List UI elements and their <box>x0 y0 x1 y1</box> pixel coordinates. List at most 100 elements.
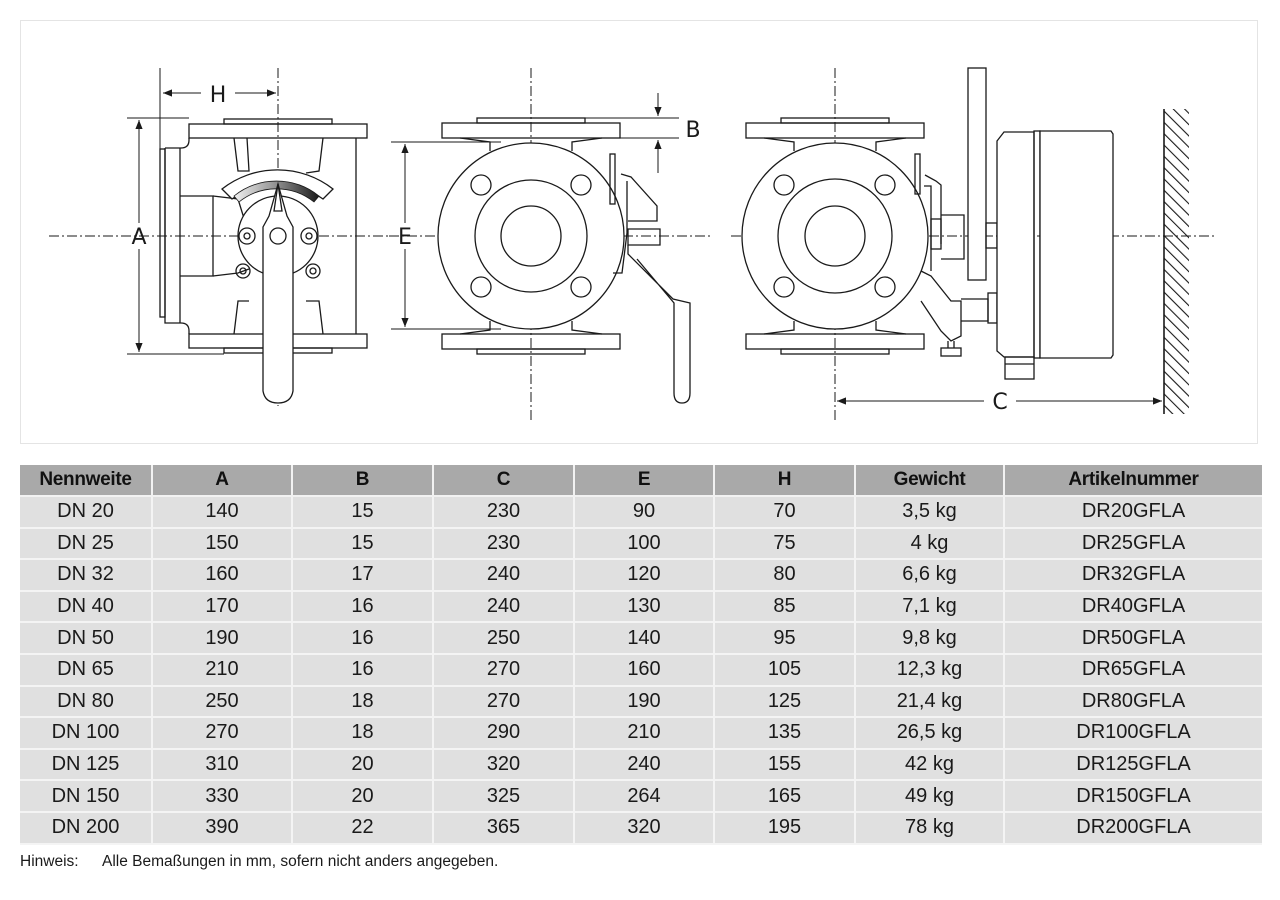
cell-a: 170 <box>152 590 293 624</box>
cell-e: 140 <box>574 622 715 655</box>
cell-e: 240 <box>574 748 715 782</box>
cell-artikelnummer: DR100GFLA <box>1004 717 1262 750</box>
wall-hatch <box>1164 109 1189 414</box>
technical-drawing: H A B E <box>49 67 1216 423</box>
cell-gewicht: 3,5 kg <box>855 496 1005 529</box>
cell-h: 105 <box>714 653 856 687</box>
cell-e: 90 <box>574 496 715 529</box>
cell-e: 320 <box>574 811 715 845</box>
cell-artikelnummer: DR40GFLA <box>1004 590 1262 624</box>
cell-c: 365 <box>433 811 575 845</box>
cell-nennweite: DN 100 <box>20 717 153 750</box>
column-header-h: H <box>714 465 856 497</box>
cell-nennweite: DN 80 <box>20 685 153 719</box>
column-header-gewicht: Gewicht <box>855 465 1005 497</box>
dimension-label-a: A <box>131 225 146 250</box>
dimensions-table: Nennweite A B C E H Gewicht Artikelnumme… <box>20 465 1262 845</box>
cell-h: 70 <box>714 496 856 529</box>
cell-artikelnummer: DR200GFLA <box>1004 811 1262 845</box>
actuator-view <box>731 67 1216 423</box>
column-header-a: A <box>152 465 293 497</box>
cell-gewicht: 7,1 kg <box>855 590 1005 624</box>
column-header-nennweite: Nennweite <box>20 465 153 497</box>
cell-c: 270 <box>433 685 575 719</box>
cell-h: 85 <box>714 590 856 624</box>
cell-h: 165 <box>714 780 856 813</box>
cell-c: 250 <box>433 622 575 655</box>
cell-e: 100 <box>574 527 715 561</box>
cell-gewicht: 6,6 kg <box>855 559 1005 592</box>
cell-gewicht: 12,3 kg <box>855 653 1005 687</box>
footnote-label: Hinweis: <box>20 853 79 870</box>
footnote: Hinweis: Alle Bemaßungen in mm, sofern ni… <box>20 853 498 871</box>
cell-nennweite: DN 20 <box>20 496 153 529</box>
cell-gewicht: 9,8 kg <box>855 622 1005 655</box>
cell-b: 16 <box>292 653 434 687</box>
dimension-label-e: E <box>398 225 412 250</box>
cell-b: 16 <box>292 622 434 655</box>
cell-gewicht: 78 kg <box>855 811 1005 845</box>
cell-a: 210 <box>152 653 293 687</box>
cell-artikelnummer: DR125GFLA <box>1004 748 1262 782</box>
cell-a: 140 <box>152 496 293 529</box>
cell-c: 240 <box>433 590 575 624</box>
cell-c: 230 <box>433 496 575 529</box>
side-view <box>389 68 711 423</box>
cell-a: 150 <box>152 527 293 561</box>
cell-h: 135 <box>714 717 856 750</box>
table-header-row: Nennweite A B C E H Gewicht Artikelnumme… <box>20 465 1262 497</box>
dimension-label-c: C <box>992 390 1007 415</box>
cell-gewicht: 26,5 kg <box>855 717 1005 750</box>
cell-gewicht: 49 kg <box>855 780 1005 813</box>
actuator-housing <box>996 131 1035 358</box>
cell-nennweite: DN 125 <box>20 748 153 782</box>
cell-b: 20 <box>292 780 434 813</box>
cell-artikelnummer: DR65GFLA <box>1004 653 1262 687</box>
cell-e: 210 <box>574 717 715 750</box>
cell-artikelnummer: DR32GFLA <box>1004 559 1262 592</box>
cell-b: 17 <box>292 559 434 592</box>
column-header-e: E <box>574 465 715 497</box>
handwheel <box>967 67 987 281</box>
cell-gewicht: 21,4 kg <box>855 685 1005 719</box>
cell-c: 290 <box>433 717 575 750</box>
cell-artikelnummer: DR80GFLA <box>1004 685 1262 719</box>
cell-artikelnummer: DR20GFLA <box>1004 496 1262 529</box>
cell-e: 120 <box>574 559 715 592</box>
column-header-b: B <box>292 465 434 497</box>
cell-h: 95 <box>714 622 856 655</box>
cell-nennweite: DN 32 <box>20 559 153 592</box>
dimension-label-h: H <box>210 83 227 108</box>
cell-artikelnummer: DR25GFLA <box>1004 527 1262 561</box>
cell-h: 195 <box>714 811 856 845</box>
cell-c: 240 <box>433 559 575 592</box>
cell-h: 80 <box>714 559 856 592</box>
cell-b: 22 <box>292 811 434 845</box>
cell-b: 15 <box>292 496 434 529</box>
cell-a: 330 <box>152 780 293 813</box>
cell-a: 190 <box>152 622 293 655</box>
column-header-artikelnummer: Artikelnummer <box>1004 465 1262 497</box>
cell-b: 15 <box>292 527 434 561</box>
cell-e: 190 <box>574 685 715 719</box>
cell-nennweite: DN 150 <box>20 780 153 813</box>
cell-a: 310 <box>152 748 293 782</box>
cell-h: 75 <box>714 527 856 561</box>
cell-nennweite: DN 25 <box>20 527 153 561</box>
cell-b: 18 <box>292 717 434 750</box>
dimension-label-b: B <box>685 118 700 143</box>
cell-a: 270 <box>152 717 293 750</box>
cell-nennweite: DN 65 <box>20 653 153 687</box>
cell-e: 160 <box>574 653 715 687</box>
footnote-text: Alle Bemaßungen in mm, sofern nicht ande… <box>102 853 499 870</box>
cell-artikelnummer: DR150GFLA <box>1004 780 1262 813</box>
cell-c: 230 <box>433 527 575 561</box>
